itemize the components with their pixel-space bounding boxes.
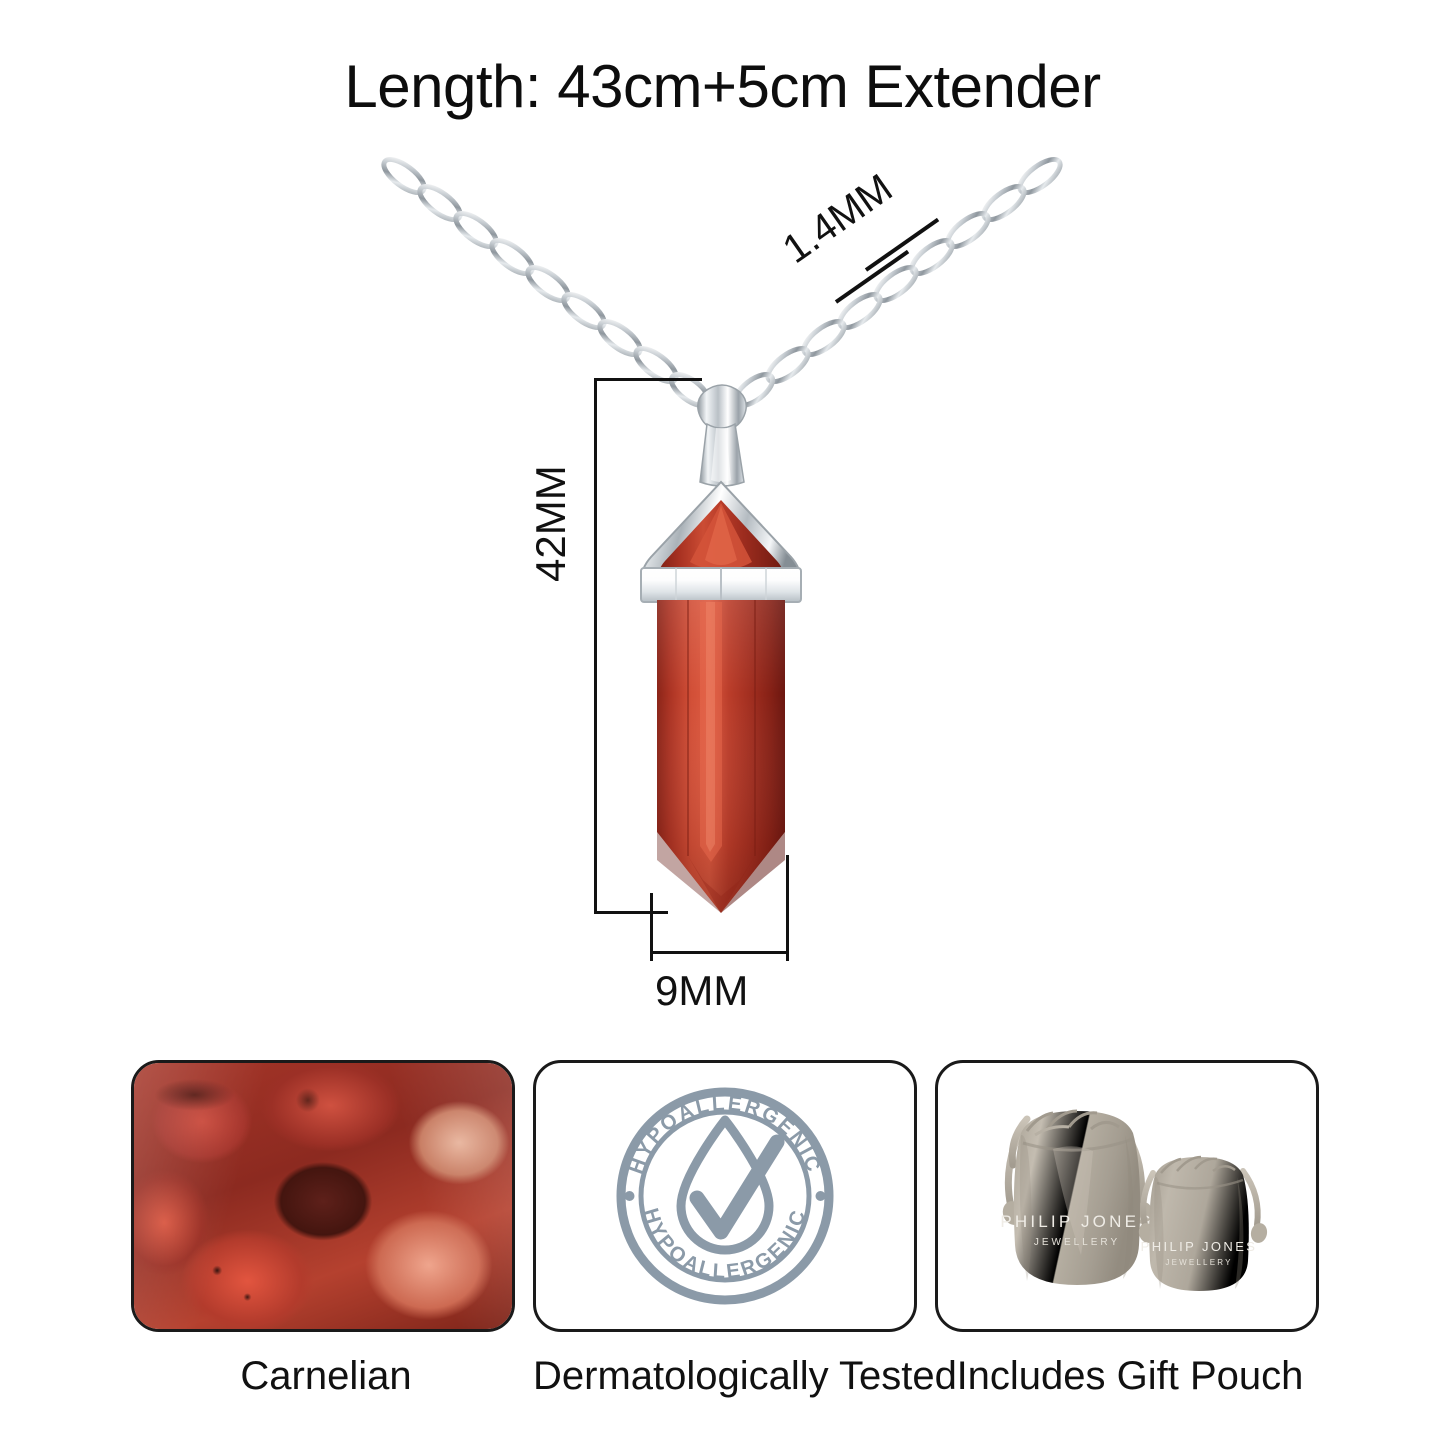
feature-card-gift-pouch: PHILIP JONES JEWELLERY — [935, 1060, 1325, 1399]
raw-carnelian-stones-photo — [134, 1063, 512, 1329]
pouch-brand-small: PHILIP JONES — [1141, 1239, 1258, 1254]
feature-caption-dermatologically-tested: Dermatologically Tested — [533, 1354, 957, 1398]
chain-links-right — [732, 156, 1063, 408]
dim-ext-bottom-42mm — [594, 911, 668, 914]
dim-line-42mm — [594, 378, 597, 914]
dim-ext-right-9mm — [786, 855, 789, 961]
water-droplet-with-check-icon — [676, 1115, 785, 1255]
feature-caption-gift-pouch: Includes Gift Pouch — [956, 1354, 1304, 1398]
carnelian-image-card — [131, 1060, 515, 1332]
dim-label-42mm: 42MM — [527, 465, 574, 582]
pouch-brand-sub-small: JEWELLERY — [1165, 1258, 1232, 1267]
page-title: Length: 43cm+5cm Extender — [344, 53, 1101, 120]
necklace-drawing — [381, 156, 1063, 913]
large-gift-pouch: PHILIP JONES JEWELLERY — [1000, 1109, 1153, 1285]
dim-label-9mm: 9MM — [655, 967, 749, 1014]
feature-caption-carnelian: Carnelian — [240, 1354, 412, 1398]
dim-ext-top-42mm — [594, 378, 702, 381]
badge-text-top: HYPOALLERGENIC — [624, 1092, 826, 1177]
pendant-bail — [697, 384, 747, 487]
velvet-drawstring-pouches-image: PHILIP JONES JEWELLERY — [1000, 1109, 1268, 1291]
dim-ext-left-9mm — [650, 893, 653, 961]
hypoallergenic-card: HYPOALLERGENIC HYPOALLERGENIC — [533, 1060, 917, 1332]
feature-card-dermatologically-tested: HYPOALLERGENIC HYPOALLERGENIC Dermatolog… — [533, 1060, 957, 1399]
product-illustration: 42MM 9MM 1.4MM — [381, 156, 1063, 1014]
chain-links-left — [381, 156, 712, 408]
feature-card-carnelian: Carnelian — [131, 1060, 521, 1399]
dim-line-9mm — [650, 951, 789, 954]
pouch-brand-sub-large: JEWELLERY — [1034, 1237, 1120, 1248]
pouch-brand-large: PHILIP JONES — [1000, 1212, 1153, 1231]
pendant-crystal-body — [657, 600, 785, 913]
small-gift-pouch: PHILIP JONES JEWELLERY — [1138, 1155, 1268, 1291]
pendant-band — [640, 567, 802, 603]
hypoallergenic-badge: HYPOALLERGENIC HYPOALLERGENIC — [616, 1087, 834, 1305]
gift-pouch-card: PHILIP JONES JEWELLERY — [935, 1060, 1319, 1332]
